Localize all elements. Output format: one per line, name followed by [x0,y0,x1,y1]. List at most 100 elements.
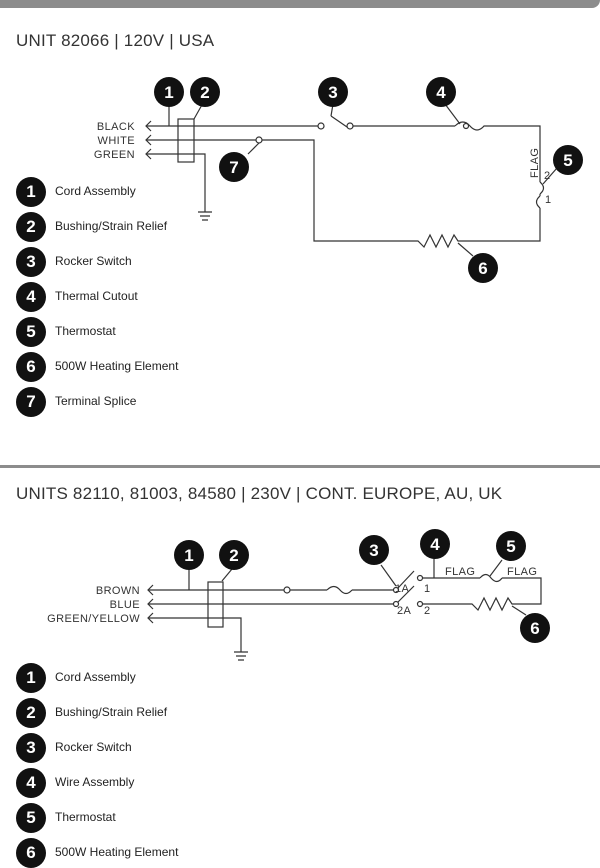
thermostat-symbol [535,181,545,209]
switch-terminal-2 [416,600,424,608]
wire-to-thermostat [488,125,541,182]
legend-label: Thermal Cutout [55,289,138,303]
svg-text:2: 2 [200,83,209,102]
legend-label: Bushing/Strain Relief [55,219,168,233]
svg-text:1: 1 [184,546,193,565]
legend-number: 3 [16,247,46,277]
callout-1: 1 [154,77,184,107]
legend-number: 2 [16,698,46,728]
ground-symbol [198,211,212,221]
svg-text:4: 4 [430,535,440,554]
svg-text:5: 5 [563,151,572,170]
switch-terminal-1a [392,586,400,594]
legend-number: 1 [16,177,46,207]
callout-3: 3 [318,77,348,107]
splice-lead [247,142,260,155]
legend-number: 6 [16,352,46,382]
element-lead [511,605,527,616]
svg-text:3: 3 [328,83,337,102]
green-yellow-wire [148,617,242,652]
ground-symbol [234,651,248,661]
wire-label-green: GREEN [94,149,135,161]
wire-label-green-yellow: GREEN/YELLOW [47,613,140,625]
legend-number: 1 [16,663,46,693]
legend-label: Rocker Switch [55,740,132,754]
legend-item: 5 Thermostat [16,803,316,833]
section1-title: UNIT 82066 | 120V | USA [16,31,215,50]
legend-item: 7 Terminal Splice [16,387,316,417]
legend-label: Thermostat [55,324,116,338]
wire-label-black: BLACK [97,121,135,133]
brown-splice [283,586,291,594]
flag-label-1: FLAG [445,566,475,578]
thermostat-lead [489,559,503,577]
callout-6: 6 [468,253,498,283]
callout-3: 3 [359,535,389,565]
green-wire [146,153,206,212]
svg-text:3: 3 [369,541,378,560]
callout-5: 5 [496,531,526,561]
element-lead [457,242,474,257]
callout-7: 7 [219,152,249,182]
callout-2: 2 [219,540,249,570]
terminal-label-2: 2 [544,170,551,182]
rocker-switch-blade [330,115,348,128]
thermal-cutout-symbol [454,121,488,131]
svg-text:4: 4 [436,83,446,102]
wire-thermostat-out [502,577,542,605]
legend-item: 4 Thermal Cutout [16,282,316,312]
section2-title: UNITS 82110, 81003, 84580 | 230V | CONT.… [16,484,503,503]
svg-text:5: 5 [506,537,515,556]
legend-number: 4 [16,282,46,312]
legend-number: 2 [16,212,46,242]
svg-text:1: 1 [164,83,173,102]
rocker-switch-blade-2 [397,585,415,603]
terminal-splice [255,136,263,144]
wiring-diagram-120v: BLACK WHITE GREEN FLAG 2 1 1 2 3 4 [94,77,583,283]
switch-label-1a: 1A [395,583,410,595]
flag-label: FLAG [529,148,541,178]
terminal-label-1: 1 [545,194,552,206]
callout-6: 6 [520,613,550,643]
legend-number: 7 [16,387,46,417]
callout-5: 5 [553,145,583,175]
legend-number: 5 [16,803,46,833]
bushing-strain-relief [207,581,224,628]
cutout-lead [444,103,461,125]
legend-item: 6 500W Heating Element [16,352,316,382]
callout-4: 4 [420,529,450,559]
switch-label-2a: 2A [397,605,412,617]
svg-text:6: 6 [478,259,487,278]
legend-label: Thermostat [55,810,116,824]
wire-assembly-symbol [326,585,353,595]
wire-to-splice [262,139,410,242]
svg-text:6: 6 [530,619,539,638]
callout-1: 1 [174,540,204,570]
top-bar [0,0,600,8]
legend-item: 4 Wire Assembly [16,768,316,798]
switch-terminal-right [346,122,354,130]
legend-number: 5 [16,317,46,347]
section-divider [0,465,600,468]
legend-label: Wire Assembly [55,775,135,789]
legend-number: 3 [16,733,46,763]
legend-label: Cord Assembly [55,184,136,198]
cutout-terminal [462,122,470,130]
bushing-lead [221,568,233,582]
legend-item: 6 500W Heating Element [16,838,316,868]
svg-text:7: 7 [229,158,238,177]
wire-from-thermostat [470,208,541,242]
legend-label: Bushing/Strain Relief [55,705,168,719]
svg-text:2: 2 [229,546,238,565]
wiring-diagram-230v: BROWN BLUE GREEN/YELLOW 1A 2A 1 2 FLAG F… [47,529,550,661]
legend-item: 2 Bushing/Strain Relief [16,698,316,728]
legend-number: 4 [16,768,46,798]
rocker-switch-blade-1 [397,570,415,589]
switch-terminal-2a [392,600,400,608]
legend-label: 500W Heating Element [55,845,179,859]
legend-item: 5 Thermostat [16,317,316,347]
legend-label: Rocker Switch [55,254,132,268]
switch-label-2: 2 [424,605,431,617]
legend-number: 6 [16,838,46,868]
switch-terminal-left [317,122,325,130]
